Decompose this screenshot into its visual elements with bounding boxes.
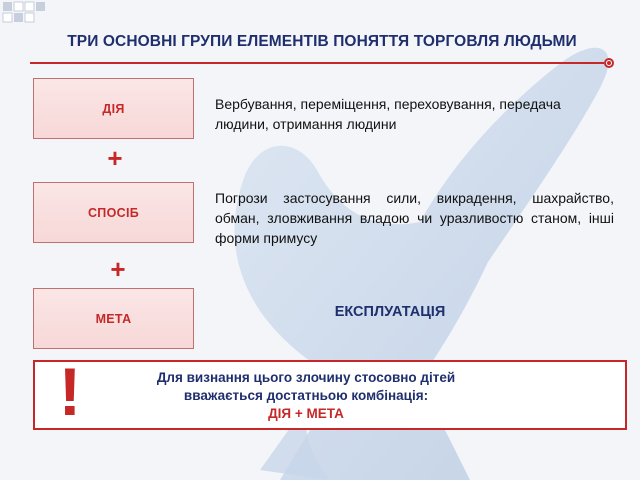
divider-end-dot bbox=[604, 58, 614, 68]
note-line-2: вважається достатньою комбінація: bbox=[183, 388, 429, 403]
note-text: Для визнання цього злочину стосовно діте… bbox=[96, 369, 516, 423]
element-box-means: СПОСІБ bbox=[33, 182, 194, 243]
purpose-description: ЕКСПЛУАТАЦІЯ bbox=[334, 304, 446, 320]
note-box bbox=[33, 360, 627, 430]
corner-squares-decoration bbox=[2, 1, 45, 23]
title-divider bbox=[30, 62, 604, 64]
means-description: Погрози застосування сили, викрадення, ш… bbox=[215, 190, 614, 246]
exclamation-icon: ! bbox=[58, 354, 82, 430]
plus-sign: + bbox=[110, 254, 126, 284]
action-description: Вербування, переміщення, переховування, … bbox=[215, 96, 561, 132]
plus-sign: + bbox=[107, 143, 123, 173]
element-box-purpose: МЕТА bbox=[33, 288, 194, 349]
note-combination: ДІЯ + МЕТА bbox=[268, 406, 344, 421]
slide-title: ТРИ ОСНОВНІ ГРУПИ ЕЛЕМЕНТІВ ПОНЯТТЯ ТОРГ… bbox=[67, 33, 577, 50]
element-box-action: ДІЯ bbox=[33, 78, 194, 139]
note-line-1: Для визнання цього злочину стосовно діте… bbox=[156, 370, 456, 385]
